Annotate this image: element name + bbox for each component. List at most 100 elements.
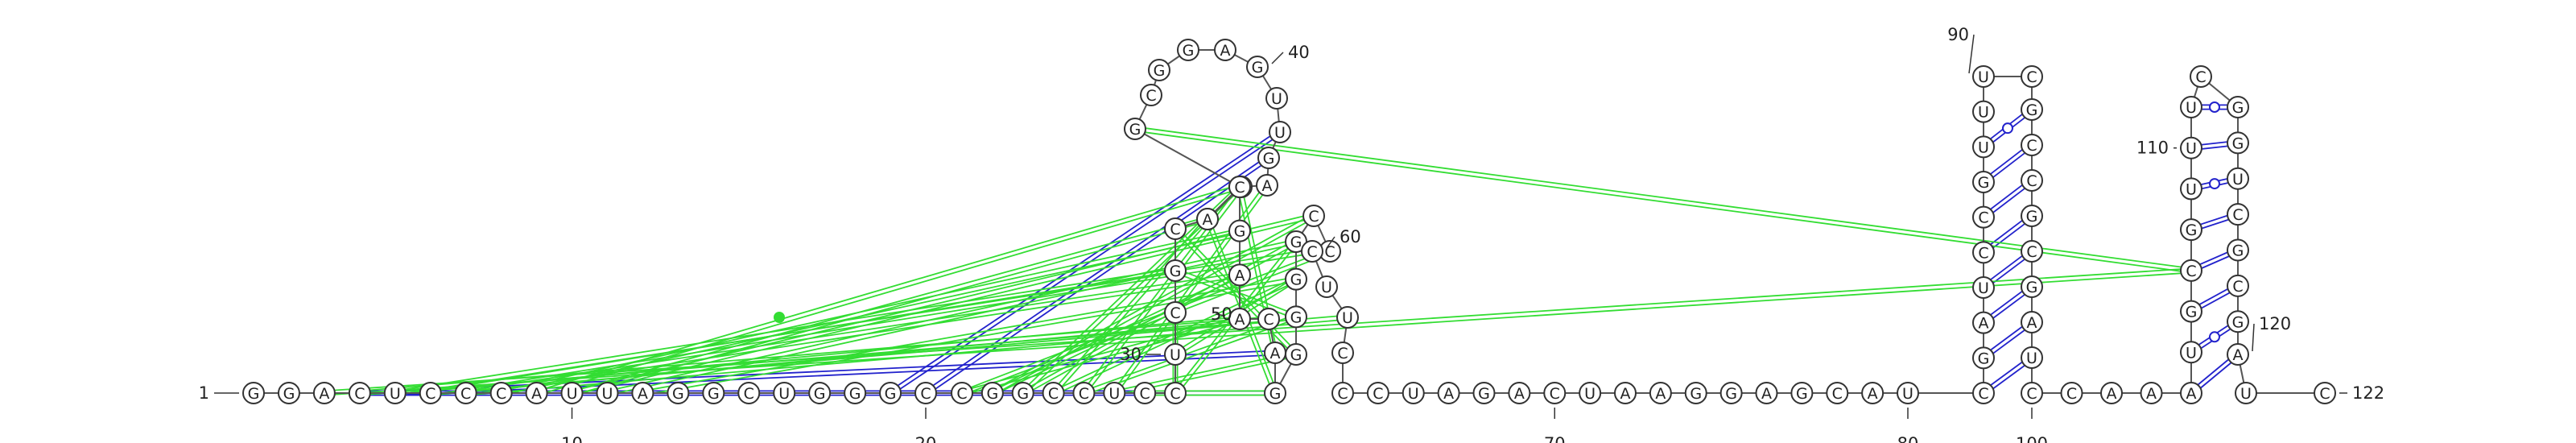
nucleotide-base: U [1321, 279, 1332, 296]
nucleotide-circle [1579, 382, 1602, 404]
nucleotide-base: C [1234, 179, 1245, 197]
nucleotide-116: C [2227, 203, 2249, 226]
nucleotide-base: G [1170, 263, 1182, 280]
nucleotide-base: C [1048, 385, 1059, 403]
nucleotide-base: C [2066, 385, 2077, 403]
nucleotide-30: C [1164, 301, 1187, 324]
nucleotide-circle [1826, 382, 1849, 404]
nucleotide-base: C [1550, 385, 1560, 403]
nucleotide-circle [1972, 171, 1995, 193]
pair-line [1054, 220, 1210, 395]
nucleotide-base: A [531, 385, 542, 403]
nucleotide-112: C [2190, 65, 2212, 88]
nucleotide-base: G [2232, 99, 2244, 117]
nucleotide-39: A [1214, 39, 1236, 61]
nucleotide-circle [2227, 203, 2249, 226]
pseudoknot-base-pair [571, 213, 1315, 396]
nucleotide-circle [1257, 308, 1280, 330]
nucleotide-circle [1684, 382, 1707, 404]
nucleotide-circle [2180, 96, 2202, 118]
nucleotide-base: G [1263, 150, 1275, 168]
nucleotide-66: U [1402, 382, 1425, 404]
pair-line [465, 318, 1348, 396]
label-tick [1271, 52, 1284, 64]
nucleotide-circle [2021, 169, 2043, 192]
nucleotide-circle [1285, 267, 1307, 291]
nucleotide-circle [2060, 382, 2083, 404]
nucleotide-circle [1228, 176, 1251, 198]
nucleotide-base: G [1290, 346, 1302, 364]
nucleotide-base: G [1129, 121, 1141, 139]
nucleotide-64: C [1331, 382, 1354, 404]
nucleotide-base: G [1796, 385, 1808, 403]
pseudoknot-base-pair [324, 267, 2192, 396]
nucleotide-base: G [2186, 304, 2198, 321]
nucleotide-32: C [1164, 217, 1187, 240]
nucleotide-base: C [1337, 385, 1348, 403]
nucleotide-base: U [567, 385, 578, 403]
nucleotide-base: A [1761, 385, 1772, 403]
nucleotide-22: G [980, 382, 1004, 404]
nucleotide-121: U [2235, 382, 2257, 404]
nucleotide-83: A [1972, 311, 1995, 334]
pair-line [1208, 217, 1278, 393]
nucleotide-46: A [1196, 208, 1219, 230]
nucleotide-base: U [1408, 385, 1419, 403]
nucleotide-circle [808, 382, 832, 404]
backbone-link [1134, 128, 1241, 188]
nucleotide-base: A [1203, 211, 1213, 229]
nucleotide-circle [1366, 382, 1389, 404]
label-tick [1968, 34, 1975, 74]
nucleotide-42: U [1269, 121, 1291, 143]
nucleotide-base: A [1270, 345, 1281, 362]
nucleotide-base: U [1978, 104, 1989, 122]
nucleotide-base: A [2186, 385, 2197, 403]
nucleotide-82: G [1972, 346, 1995, 370]
nucleotide-47: C [1228, 176, 1251, 198]
nucleotide-circle [1301, 240, 1323, 263]
nucleotide-circle [2227, 96, 2249, 118]
nucleotide-circle [2235, 382, 2257, 404]
nucleotide-43: G [1257, 147, 1280, 169]
nucleotide-102: A [2100, 382, 2123, 404]
nucleotide-circle [2021, 346, 2043, 369]
nucleotide-119: G [2227, 310, 2249, 333]
nucleotide-base: G [1252, 59, 1264, 77]
nucleotide-base: G [849, 385, 861, 403]
pair-line [535, 184, 1240, 392]
pair-line [991, 272, 1240, 392]
nucleotide-base: C [1832, 385, 1843, 403]
nucleotide-circle [2021, 205, 2043, 227]
nucleotide-base: U [1108, 385, 1120, 403]
nucleotide-14: G [702, 382, 725, 404]
nucleotide-74: G [1684, 382, 1707, 404]
pair-line [394, 267, 1175, 392]
nucleotide-91: C [2021, 65, 2043, 88]
nucleotide-circle [1285, 305, 1307, 329]
nucleotide-circle [1265, 87, 1288, 110]
nucleotide-base: C [425, 385, 436, 403]
nucleotide-circle [2227, 167, 2249, 190]
pair-line [1051, 217, 1207, 392]
nucleotide-base: G [1269, 385, 1282, 403]
nucleotide-base: C [1978, 385, 1988, 403]
nucleotide-53: G [1264, 382, 1286, 404]
nucleotide-base: C [1978, 209, 1988, 227]
nucleotide-36: C [1140, 84, 1162, 106]
nucleotide-2: G [277, 382, 300, 404]
nucleotide-base: A [1443, 385, 1454, 403]
nucleotide-circle [2180, 259, 2202, 282]
nucleotide-base: U [2186, 180, 2197, 198]
backbone-layer [254, 49, 2325, 394]
pair-line [1134, 130, 2191, 274]
position-label: 40 [1288, 43, 1310, 62]
nucleotide-base: C [1140, 385, 1150, 403]
nucleotide-72: A [1614, 382, 1637, 404]
nucleotide-circle [1269, 121, 1291, 143]
nucleotide-circle [1285, 343, 1307, 366]
nucleotide-base: G [1690, 385, 1702, 403]
pair-line [961, 316, 1240, 392]
nucleotide-28: C [1164, 382, 1187, 404]
nucleotide-circle [1011, 382, 1034, 404]
nucleotide-circle [1177, 39, 1199, 61]
